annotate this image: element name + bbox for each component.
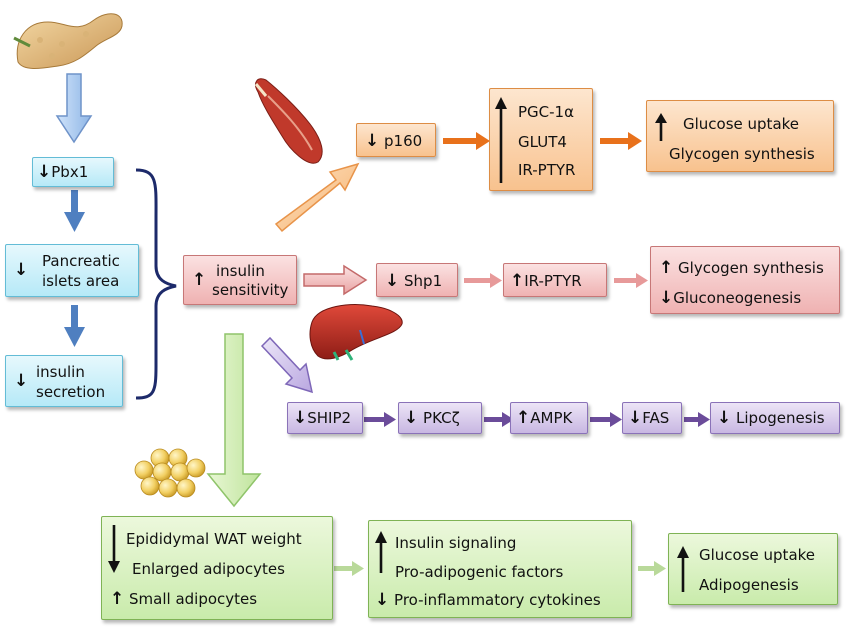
green-arrow: [334, 561, 666, 576]
fas-label: ↓FAS: [628, 408, 670, 428]
islets-line-1: Pancreatic: [42, 252, 120, 270]
green-down-arrow: [206, 333, 262, 508]
signaling-line-3: ↓ Pro-inflammatory cytokines: [375, 590, 601, 610]
pink-hollow-arrow: [303, 264, 368, 296]
liver-out-line-2: ↓Gluconeogenesis: [659, 288, 802, 308]
tall-up-arrow-icon: [495, 97, 507, 183]
up-arrow-icon: ↑: [510, 271, 525, 291]
pbx1-label: ↓Pbx1: [37, 162, 89, 182]
adipocytes-icon: [134, 448, 206, 498]
muscle-output-box: Glucose uptake Glycogen synthesis: [646, 100, 834, 172]
purple-arrow: [364, 412, 710, 427]
adipose-signaling-box: Insulin signaling Pro-adipogenic factors…: [368, 520, 632, 618]
adipose-out-line-2: Adipogenesis: [699, 576, 799, 594]
blue-arrow: [64, 190, 85, 347]
signaling-line-1: Insulin signaling: [395, 534, 517, 552]
down-arrow-icon: ↓: [14, 371, 29, 391]
up-arrow-icon: ↑: [110, 589, 125, 609]
ir-ptyr-label: IR-PTYR: [518, 161, 576, 179]
ampk-label: ↑AMPK: [516, 408, 573, 428]
adipose-line-3: ↑ Small adipocytes: [110, 589, 258, 609]
down-arrow-icon: ↓: [628, 408, 643, 428]
down-arrow-icon: ↓: [365, 131, 380, 151]
p160-label: ↓ p160: [365, 131, 423, 151]
pkc-box: ↓ PKCζ: [398, 402, 482, 434]
ship2-label: ↓SHIP2: [293, 408, 352, 428]
adipose-line-2: Enlarged adipocytes: [132, 560, 285, 578]
purple-hollow-arrow: [260, 336, 314, 394]
adipose-line-1: Epididymal WAT weight: [126, 530, 302, 548]
liver-out-line-1: ↑ Glycogen synthesis: [659, 258, 824, 278]
tall-up-arrow-icon: [375, 531, 387, 573]
down-arrow-icon: ↓: [717, 408, 732, 428]
p160-box: ↓ p160: [356, 123, 436, 157]
liver-output-box: ↑ Glycogen synthesis ↓Gluconeogenesis: [650, 246, 840, 314]
adipose-output-box: Glucose uptake Adipogenesis: [668, 533, 838, 605]
liver-ir-ptyr-label: ↑IR-PTYR: [510, 271, 582, 291]
adipose-out-line-1: Glucose uptake: [699, 546, 816, 564]
pgc1a-label: PGC-1α: [518, 103, 574, 121]
down-arrow-icon: ↓: [37, 162, 52, 182]
pancreas-down-arrow: [55, 73, 93, 144]
liver-ir-ptyr-box: ↑IR-PTYR: [503, 263, 607, 297]
insulin-secretion-box: ↓ insulin secretion: [5, 355, 123, 407]
shp1-label: ↓ Shp1: [385, 271, 443, 291]
lipogenesis-box: ↓ Lipogenesis: [710, 402, 840, 434]
glut4-label: GLUT4: [518, 133, 567, 151]
secretion-line-2: secretion: [36, 383, 106, 401]
pkc-label: ↓ PKCζ: [404, 408, 460, 428]
up-arrow-icon: ↑: [192, 270, 207, 290]
pink-arrow: [464, 273, 648, 288]
down-arrow-icon: ↓: [659, 288, 674, 308]
down-arrow-icon: ↓: [14, 260, 29, 280]
tall-down-arrow-icon: [108, 525, 120, 573]
orange-hollow-arrow: [274, 162, 360, 233]
tall-up-arrow-icon: [677, 546, 689, 592]
insulin-sensitivity-box: ↑ insulin sensitivity: [183, 255, 297, 305]
signaling-line-2: Pro-adipogenic factors: [395, 563, 564, 581]
orange-arrow: [443, 132, 642, 150]
adipose-tissue-box: Epididymal WAT weight Enlarged adipocyte…: [101, 516, 333, 620]
down-arrow-icon: ↓: [404, 408, 419, 428]
muscle-out-line-1: Glucose uptake: [683, 115, 800, 133]
muscle-out-line-2: Glycogen synthesis: [669, 145, 815, 163]
down-arrow-icon: ↓: [293, 408, 308, 428]
lipogenesis-label: ↓ Lipogenesis: [717, 408, 825, 428]
muscle-icon: [254, 78, 323, 164]
down-arrow-icon: ↓: [385, 271, 400, 291]
up-arrow-icon: [655, 113, 667, 141]
ship2-box: ↓SHIP2: [287, 402, 363, 434]
pancreas-icon: [13, 13, 123, 69]
islets-line-2: islets area: [42, 272, 120, 290]
pbx1-box: ↓Pbx1: [32, 157, 114, 187]
liver-icon: [309, 304, 403, 361]
down-arrow-icon: ↓: [375, 590, 390, 610]
islets-area-box: ↓ Pancreatic islets area: [5, 244, 139, 297]
shp1-box: ↓ Shp1: [376, 263, 458, 297]
up-arrow-icon: ↑: [516, 408, 531, 428]
up-arrow-icon: ↑: [659, 258, 674, 278]
brace: [135, 168, 177, 400]
secretion-line-1: insulin: [36, 363, 85, 381]
fas-box: ↓FAS: [622, 402, 682, 434]
sensitivity-line-2: sensitivity: [212, 281, 289, 299]
pgc1a-box: PGC-1α GLUT4 IR-PTYR: [489, 88, 593, 191]
ampk-box: ↑AMPK: [510, 402, 588, 434]
sensitivity-line-1: insulin: [216, 262, 265, 280]
